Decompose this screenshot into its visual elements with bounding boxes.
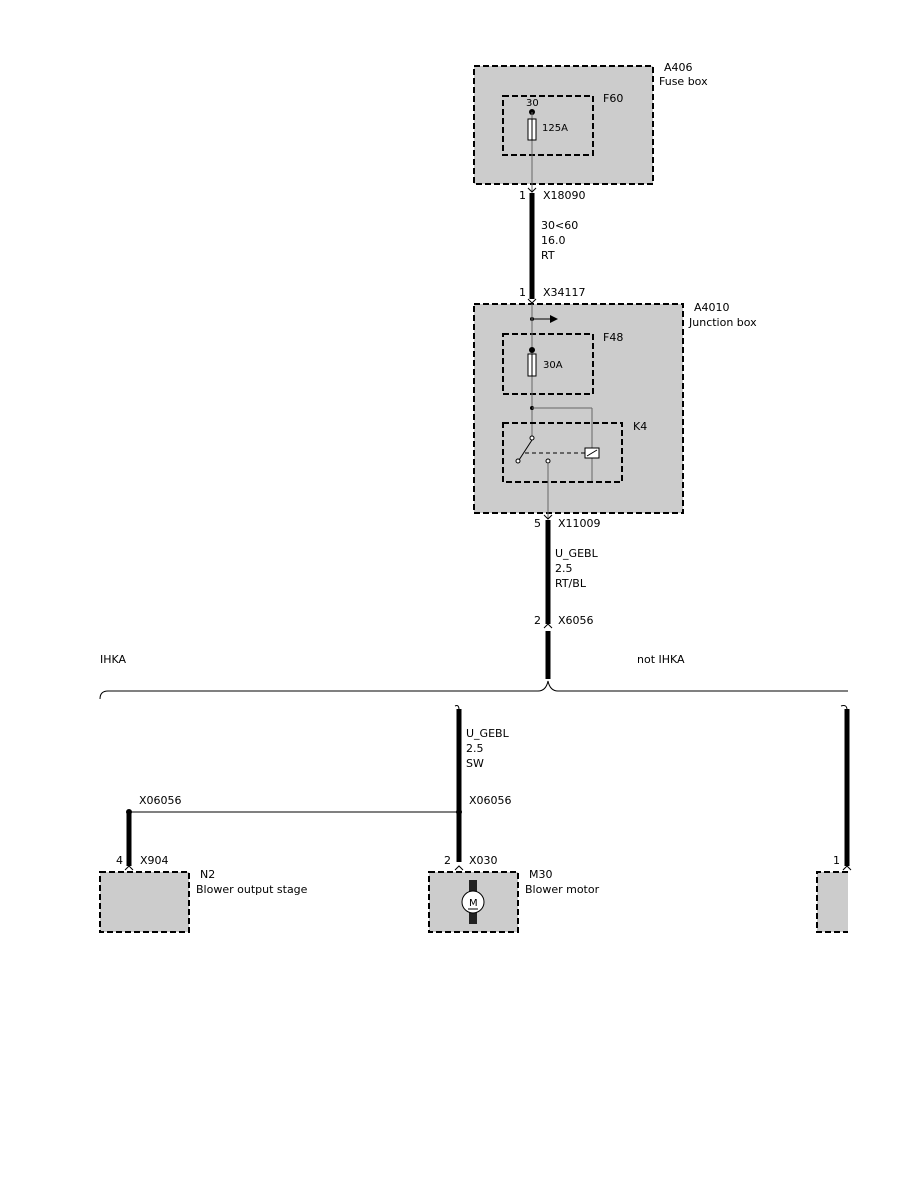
component-id: N2 xyxy=(200,868,215,881)
connector-pin: 4 xyxy=(116,854,123,867)
connector-x18090: 1 X18090 xyxy=(519,187,586,202)
variant-ihka-label: IHKA xyxy=(100,653,127,666)
connector-pin: 5 xyxy=(534,517,541,530)
connector-id: X18090 xyxy=(543,189,586,202)
splice-left-id: X06056 xyxy=(139,794,182,807)
connector-id: X11009 xyxy=(558,517,601,530)
connector-pin: 2 xyxy=(534,614,541,627)
fuse-rating-30a: 30A xyxy=(543,360,563,371)
fuse-box-id: A406 xyxy=(664,61,693,74)
wire-signal: U_GEBL xyxy=(555,547,599,560)
splice-mid-dot xyxy=(456,809,462,815)
wire-2-label: U_GEBL 2.5 RT/BL xyxy=(555,547,599,590)
connector-x6056: 2 X6056 xyxy=(534,614,594,629)
component-name: Blower motor xyxy=(525,883,600,896)
component-id: M30 xyxy=(529,868,553,881)
fuse-f48-label: F48 xyxy=(603,331,623,344)
wire-cross-section: 2.5 xyxy=(466,742,484,755)
wire-cross-section: 16.0 xyxy=(541,234,566,247)
relay-k4-label: K4 xyxy=(633,420,647,433)
fuse-box-a406: A406 Fuse box F60 30 125A xyxy=(473,61,708,192)
wire-color: RT xyxy=(541,249,555,262)
junction-box-a4010: F48 30A K4 A4010 Junction box xyxy=(473,301,757,519)
connector-pin: 1 xyxy=(519,286,526,299)
wire-signal: U_GEBL xyxy=(466,727,510,740)
wire-cross-section: 2.5 xyxy=(555,562,573,575)
blower-motor-m30: 2 X030 M M30 Blower motor xyxy=(428,854,600,933)
junction-box-id: A4010 xyxy=(694,301,730,314)
wire-3-label: U_GEBL 2.5 SW xyxy=(466,727,510,770)
wire-signal: 30<60 xyxy=(541,219,578,232)
component-name: Blower output stage xyxy=(196,883,308,896)
connector-pin: 1 xyxy=(519,189,526,202)
connector-id: X904 xyxy=(140,854,169,867)
blower-output-stage-n2: 4 X904 N2 Blower output stage xyxy=(99,854,308,933)
connector-pin: 2 xyxy=(444,854,451,867)
fuse-terminal-label: 30 xyxy=(526,98,539,109)
connector-id: X34117 xyxy=(543,286,586,299)
wire-1-label: 30<60 16.0 RT xyxy=(541,219,578,262)
connector-x11009: 5 X11009 xyxy=(534,514,601,530)
connector-pin: 1 xyxy=(833,854,840,867)
junction-box-name: Junction box xyxy=(688,316,757,329)
fuse-rating-125a: 125A xyxy=(542,123,568,134)
splice-mid-id: X06056 xyxy=(469,794,512,807)
wire-color: SW xyxy=(466,757,484,770)
connector-id: X6056 xyxy=(558,614,594,627)
fuse-f60-label: F60 xyxy=(603,92,623,105)
variant-brace xyxy=(99,680,848,700)
connector-x34117: 1 X34117 xyxy=(519,286,586,304)
fuse-box-name: Fuse box xyxy=(659,75,708,88)
connector-id: X030 xyxy=(469,854,498,867)
variant-not-ihka-label: not IHKA xyxy=(637,653,685,666)
wire-color: RT/BL xyxy=(555,577,587,590)
motor-symbol-icon: M xyxy=(469,898,478,909)
right-component: 1 xyxy=(816,854,852,933)
